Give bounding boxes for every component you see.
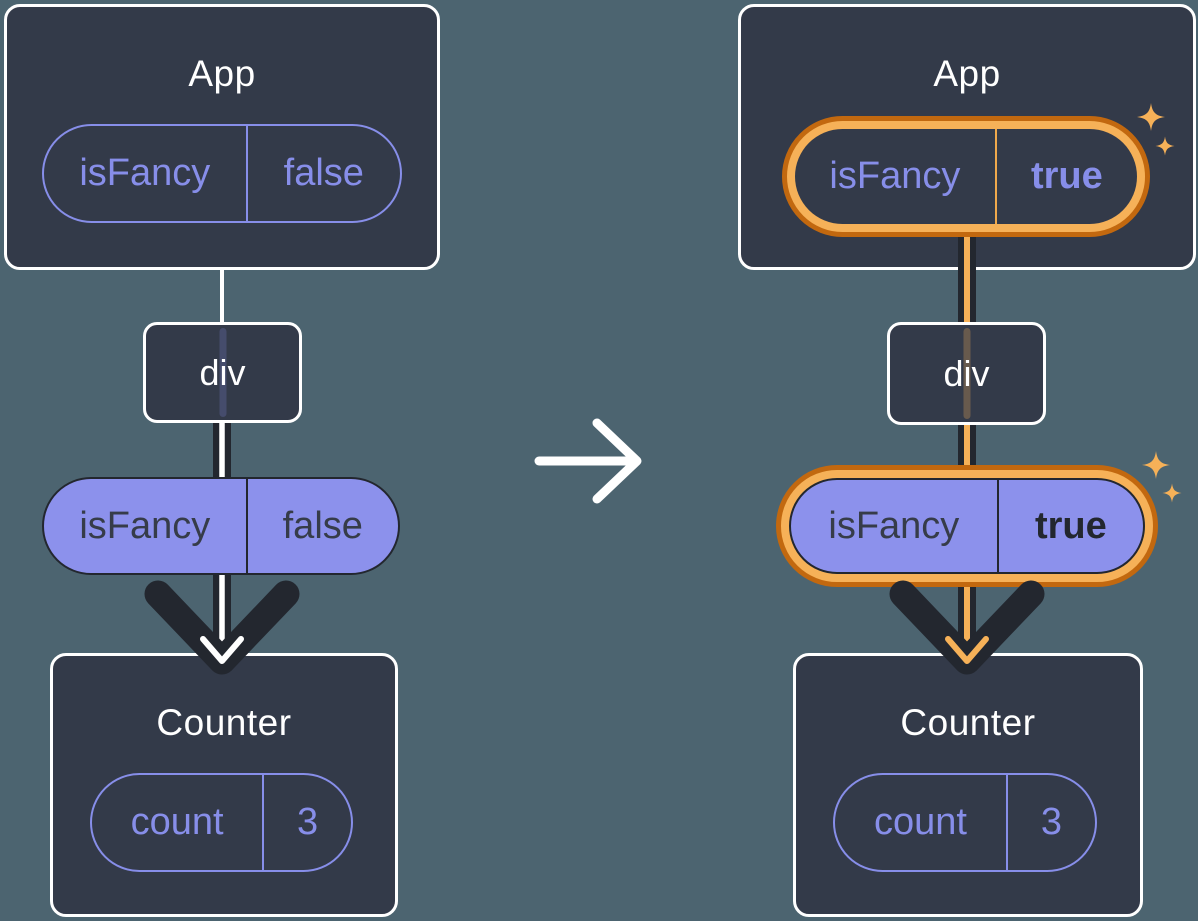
prop-value: false [283,152,364,194]
after-div-box: div [887,322,1046,425]
sparkle-icon [1142,451,1170,479]
before-app-prop-pill: isFancy false [42,124,402,223]
after-passed-prop-pill-highlight-ring: isFancy true [776,465,1158,587]
before-arrowhead-icon [144,580,300,675]
prop-name-cell: isFancy [44,479,248,573]
prop-value: true [1030,155,1103,197]
after-counter-title: Counter [900,702,1036,743]
after-app-title: App [933,53,1001,94]
prop-value-cell: false [248,126,400,221]
after-app-prop-pill: isFancy true [795,129,1137,224]
transition-arrow-icon [534,418,642,504]
state-value: 3 [297,801,319,843]
state-value-cell: 3 [264,775,351,870]
state-value: 3 [1040,801,1063,843]
prop-value: false [282,504,363,547]
after-arrowhead-icon [889,580,1045,675]
state-value-cell: 3 [1008,775,1095,870]
before-counter-title: Counter [156,702,292,743]
prop-value: true [1034,504,1107,547]
before-passed-prop-pill: isFancy false [42,477,400,575]
prop-name: isFancy [829,155,961,197]
prop-name: isFancy [79,152,211,194]
prop-name-cell: isFancy [44,126,248,221]
prop-value-cell: true [997,129,1137,224]
sparkle-icon [1162,483,1182,503]
after-counter-card: Counter [793,653,1143,917]
before-div-box: div [143,322,302,423]
prop-name: isFancy [79,504,211,547]
prop-name-cell: isFancy [795,129,997,224]
after-passed-prop-pill: isFancy true [789,478,1145,574]
before-div-passthrough-line [219,328,226,417]
state-name: count [130,801,224,843]
before-div-label: div [199,351,246,393]
after-app-prop-pill-highlight-ring: isFancy true [782,116,1150,237]
state-name: count [873,801,967,843]
state-name-cell: count [92,775,265,870]
state-name-cell: count [835,775,1008,870]
before-app-title: App [188,53,256,94]
after-div-label: div [943,352,990,394]
prop-value-cell: false [248,479,398,573]
after-counter-state-pill: count 3 [833,773,1097,872]
prop-name-cell: isFancy [791,480,999,572]
prop-value-cell: true [999,480,1143,572]
before-counter-state-pill: count 3 [90,773,353,872]
prop-name: isFancy [828,504,960,547]
